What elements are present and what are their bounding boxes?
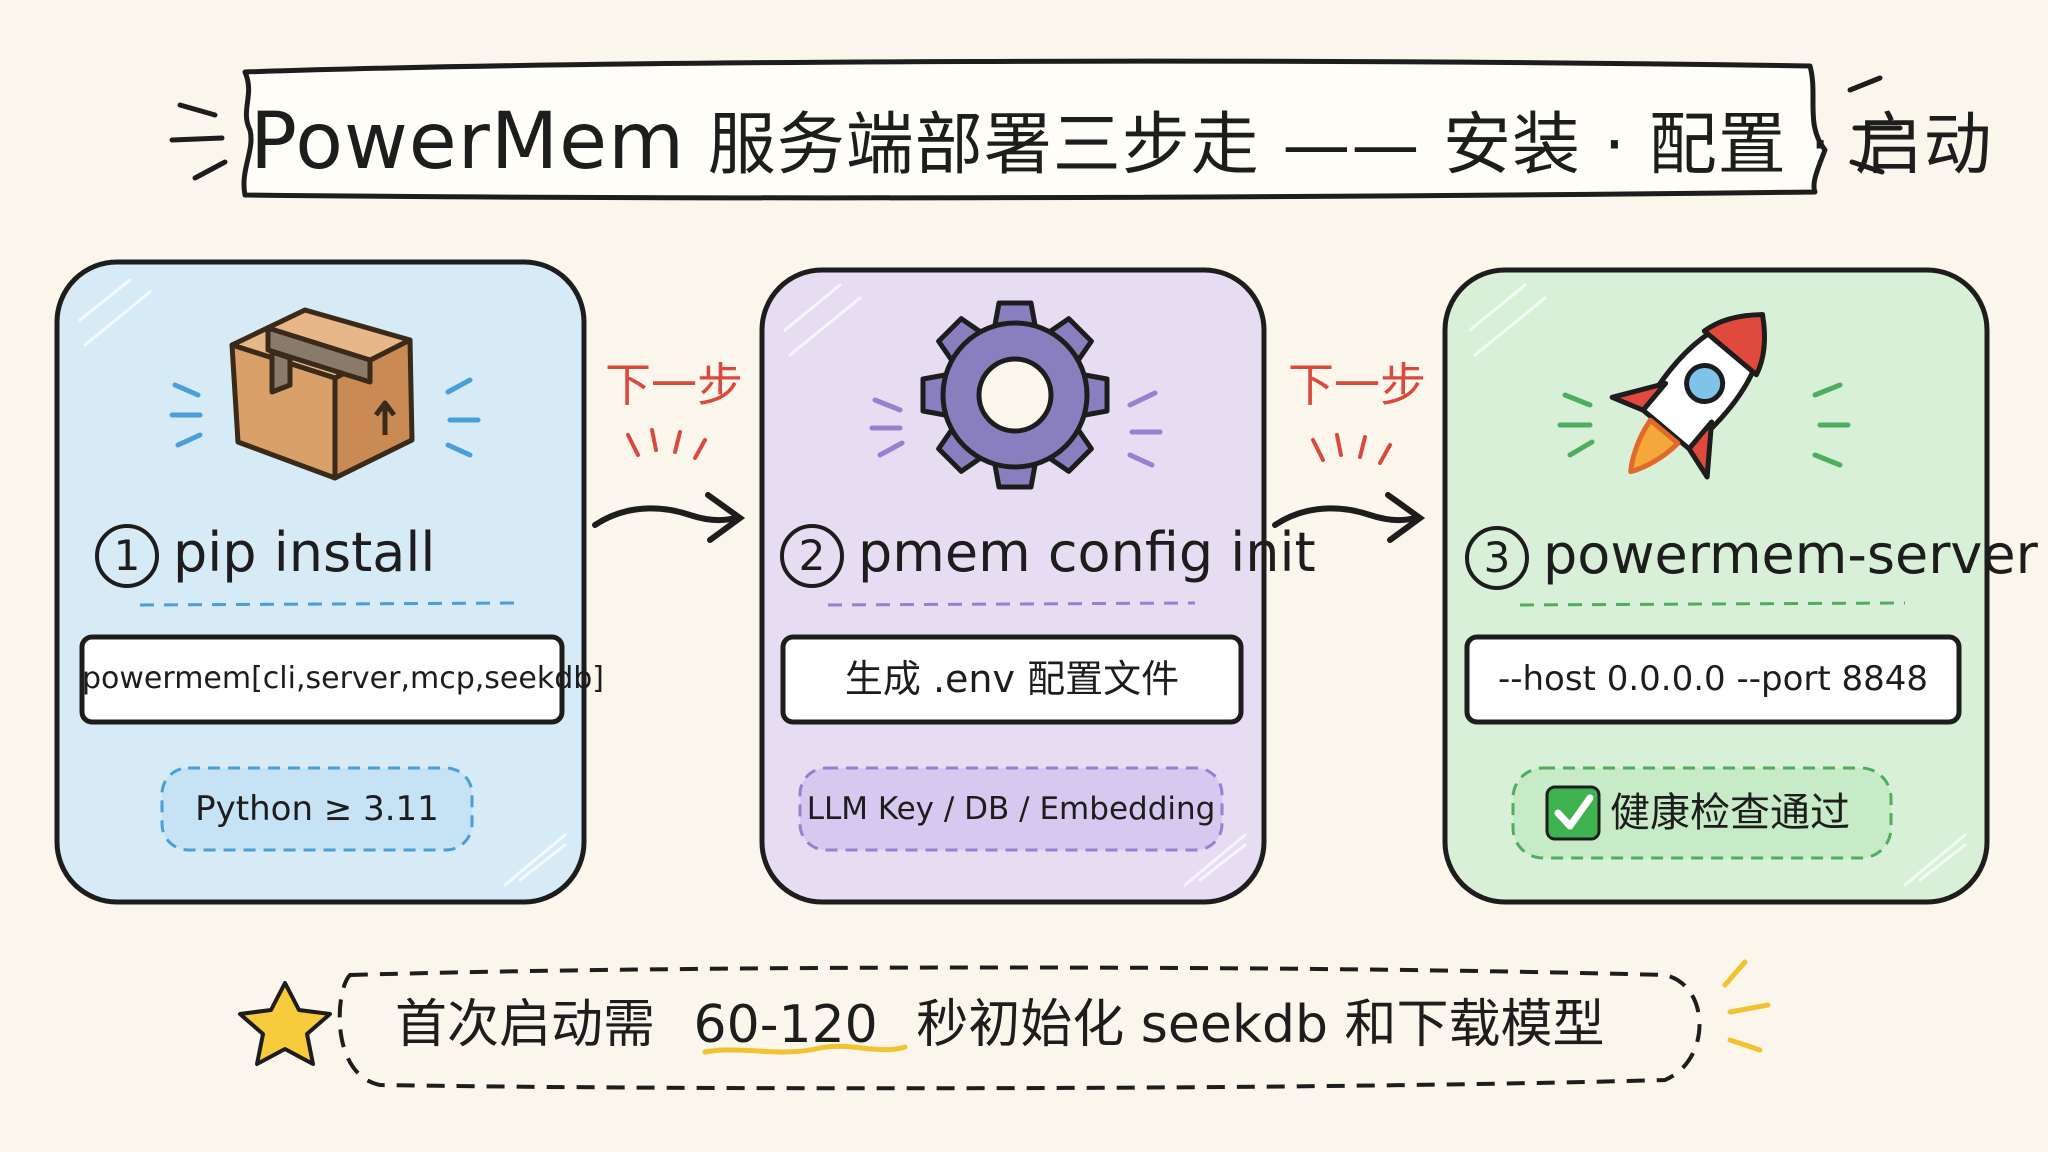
- step-2-note: LLM Key / DB / Embedding: [806, 791, 1216, 827]
- title-frame: [241, 58, 1828, 201]
- rocket-sparkle-icon: [1557, 382, 1851, 468]
- box-sparkle-icon: [169, 377, 481, 458]
- step-2-number: 2: [780, 524, 844, 589]
- footer-sparkle-icon: [1722, 959, 1771, 1053]
- footer-note: 首次启动需 60-120 秒初始化 seekdb 和下载模型: [395, 980, 1605, 1070]
- step-3-detail: --host 0.0.0.0 --port 8848: [1497, 659, 1929, 699]
- note-pill-2: [798, 766, 1224, 852]
- step-2-detail: 生成 .env 配置文件: [844, 657, 1180, 701]
- footer-highlight: 60-120: [693, 995, 878, 1055]
- step-2-command: pmem config init: [858, 521, 1316, 584]
- title-brand: PowerMem: [250, 97, 686, 187]
- footer-suffix: 秒初始化 seekdb 和下载模型: [916, 995, 1605, 1055]
- step-card-3: [1442, 267, 1990, 905]
- next-sparkle-1-icon: [626, 428, 707, 460]
- arrow-1-icon: [592, 492, 746, 543]
- note-pill-3: [1511, 766, 1893, 860]
- gear-sparkle-icon: [869, 390, 1163, 468]
- step-underlines: [139, 601, 1906, 607]
- page-title: PowerMem 服务端部署三步走 —— 安装 · 配置 · 启动: [250, 92, 1992, 192]
- step-3-command: powermem-server: [1543, 523, 2038, 586]
- card-hatching: [78, 278, 1967, 887]
- next-step-label-2: 下一步: [1288, 358, 1426, 412]
- detail-box-3: [1464, 634, 1962, 725]
- next-step-label-1: 下一步: [605, 358, 743, 412]
- footer-frame: [337, 965, 1702, 1091]
- star-icon: [238, 981, 332, 1066]
- arrow-2-icon: [1272, 492, 1426, 543]
- step-1-command: pip install: [173, 521, 436, 584]
- title-accent-left-icon: [169, 102, 228, 181]
- detail-box-1: [79, 634, 565, 725]
- check-icon: [1545, 785, 1601, 841]
- note-pill-1: [160, 766, 474, 852]
- step-3-note: 健康检查通过: [1610, 790, 1850, 836]
- next-sparkle-2-icon: [1311, 433, 1392, 465]
- package-box-icon: [229, 307, 415, 481]
- detail-box-2: [780, 634, 1244, 725]
- step-1-detail: powermem[cli,server,mcp,seekdb]: [82, 661, 605, 696]
- step-3-number: 3: [1465, 526, 1529, 591]
- title-text: 服务端部署三步走 —— 安装 · 配置 · 启动: [707, 106, 1993, 185]
- highlight-underline: [702, 1043, 908, 1055]
- rocket-icon: [1609, 312, 1768, 480]
- step-1-note: Python ≥ 3.11: [195, 789, 439, 829]
- title-accent-right-icon: [1847, 75, 1903, 175]
- step-1-number: 1: [95, 524, 159, 589]
- gear-icon: [923, 300, 1107, 487]
- footer-prefix: 首次启动需: [395, 995, 656, 1055]
